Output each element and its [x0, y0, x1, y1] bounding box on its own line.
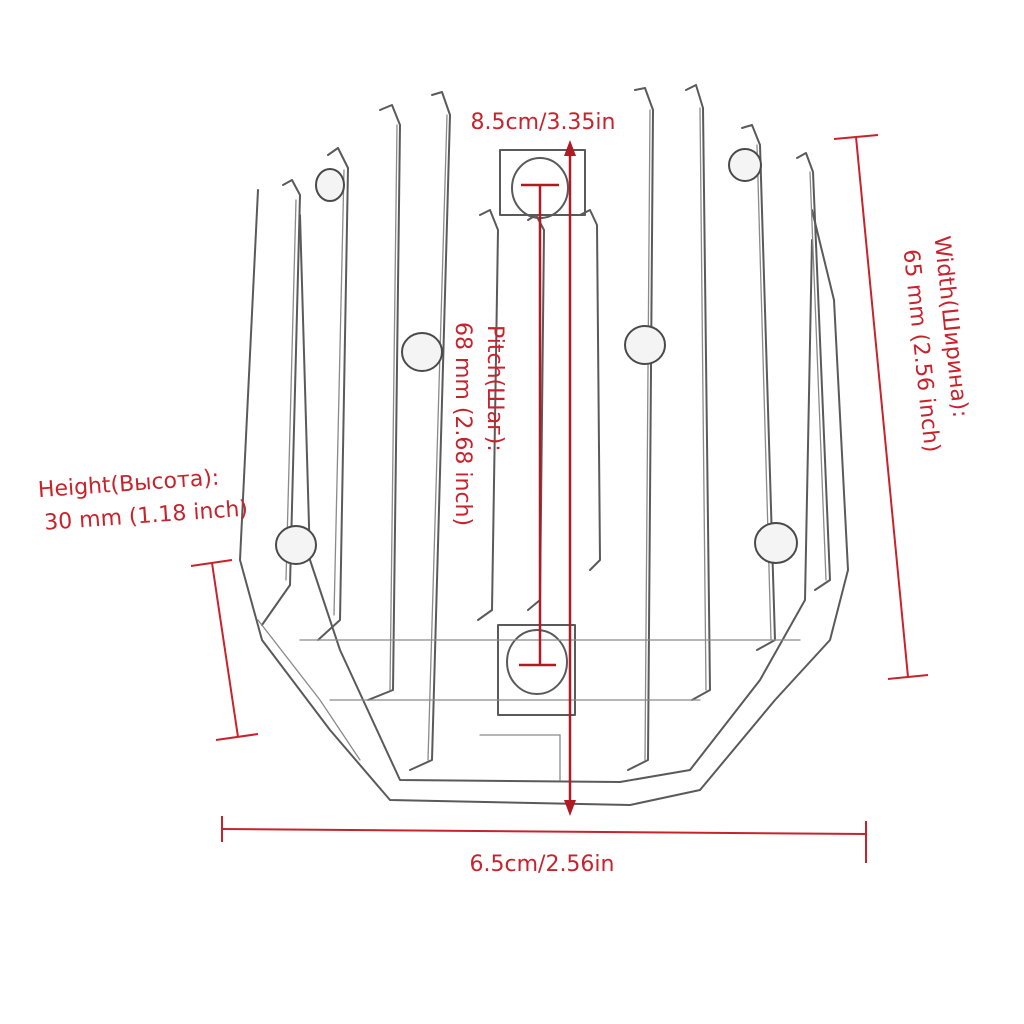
height-value-label: 30 mm (1.18 inch) [43, 497, 248, 536]
heatsink-sketch [239, 84, 849, 806]
fin-group [261, 84, 831, 771]
length-dimension-line [564, 140, 576, 816]
bottom-width-dimension-line [221, 816, 867, 863]
knob [754, 522, 798, 564]
pitch-dimension-line [519, 183, 559, 667]
width-dimension-line [833, 134, 929, 680]
fin-detail-lines [257, 107, 827, 781]
top-length-label: 8.5cm/3.35in [471, 110, 616, 135]
bottom-width-label: 6.5cm/2.56in [470, 852, 615, 877]
knob [401, 332, 443, 372]
dimension-labels: 8.5cm/3.35in 6.5cm/2.56in Height(Высота)… [37, 110, 972, 877]
mounting-knobs [275, 148, 798, 565]
knob [624, 325, 666, 365]
knob [728, 148, 762, 182]
height-title-label: Height(Высота): [37, 465, 220, 503]
height-dimension-line [190, 559, 259, 741]
pitch-value-label: 68 mm (2.68 inch) [450, 322, 475, 526]
pitch-title-label: Pitch(Шаг): [482, 325, 507, 452]
dimension-lines [190, 134, 929, 863]
knob [315, 168, 345, 202]
knob [275, 525, 317, 565]
